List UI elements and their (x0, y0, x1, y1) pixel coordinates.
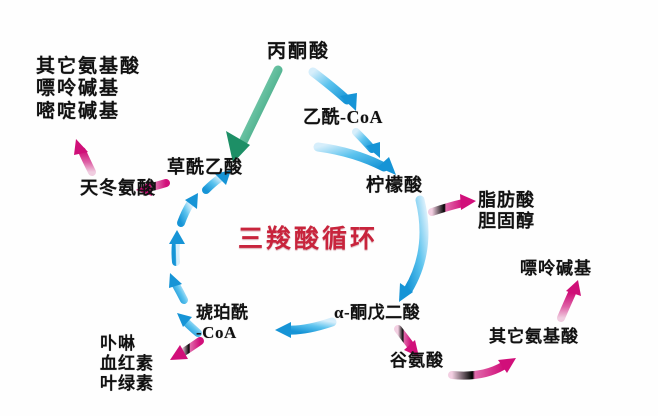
label-line-citrate: 柠檬酸 (366, 175, 423, 195)
label-fatty-acid-cholesterol: 脂肪酸 胆固醇 (478, 190, 535, 232)
label-purine-base-right: 嘌呤碱基 (520, 259, 592, 279)
label-line-pyruvate: 丙酮酸 (267, 41, 331, 62)
arrow-other-amino-acids-to-purine-base (557, 280, 581, 322)
label-aspartate: 天冬氨酸 (80, 178, 156, 199)
label-other-amino-acids-purine-pyrimidine: 其它氨基酸 嘌呤碱基 嘧啶碱基 (36, 56, 141, 123)
arrow-citrate-to-alpha-ketoglutarate (399, 195, 429, 302)
label-line-acetyl-coa: 乙酰-CoA (303, 107, 383, 127)
label-other-amino-acids-right: 其它氨基酸 (489, 327, 579, 347)
label-citrate: 柠檬酸 (366, 175, 423, 196)
label-line-cholesterol: 胆固醇 (478, 211, 535, 232)
arrow-pyruvate-to-acetyl-coa (308, 67, 357, 111)
label-porphyrin-heme-chlorophyll: 卟啉 血红素 叶绿素 (100, 334, 154, 394)
label-line-glutamate: 谷氨酸 (390, 351, 444, 370)
label-line-other-amino-acids-right: 其它氨基酸 (489, 327, 579, 346)
arrow-succinyl-coa-to-porphyrin (170, 337, 204, 360)
label-line-oxaloacetate: 草酰乙酸 (167, 157, 243, 177)
label-pyruvate: 丙酮酸 (267, 41, 330, 63)
arrow-acetyl-coa-to-citrate (313, 128, 396, 175)
label-line-aspartate: 天冬氨酸 (80, 178, 156, 198)
label-acetyl-coa: 乙酰-CoA (303, 107, 383, 128)
label-line-purine-base-right: 嘌呤碱基 (520, 259, 592, 278)
arrow-alpha-ketoglutarate-to-succinyl-coa (275, 317, 337, 338)
arrow-glutamate-to-other-amino-acids (448, 358, 516, 380)
label-line-succinyl: 琥珀酰 (196, 303, 249, 322)
arrow-cycle-bottom-left-inflow (276, 327, 311, 331)
label-succinyl-coa: 琥珀酰 -CoA (196, 303, 249, 343)
label-line-porphyrin: 卟啉 (100, 334, 136, 353)
label-line-chlorophyll: 叶绿素 (100, 374, 154, 394)
arrow-citrate-to-fatty-acid-cholesterol (428, 194, 476, 216)
arrow-aspartate-to-other-amino-acids (74, 139, 96, 176)
label-oxaloacetate: 草酰乙酸 (167, 157, 243, 178)
arrow-pyruvate-to-oxaloacetate (226, 65, 283, 163)
label-line-other-amino-acids: 其它氨基酸 (36, 56, 142, 77)
label-line-heme: 血红素 (100, 354, 154, 374)
label-glutamate: 谷氨酸 (390, 351, 444, 371)
diagram-center-title: 三羧酸循环 (238, 226, 379, 253)
label-line-pyrimidine-base: 嘧啶碱基 (36, 100, 121, 122)
label-line-alpha-ketoglutarate: α-酮戊二酸 (334, 303, 421, 322)
label-line-fatty-acid: 脂肪酸 (478, 190, 535, 210)
label-alpha-ketoglutarate: α-酮戊二酸 (334, 303, 420, 323)
label-line-coa: -CoA (196, 323, 237, 343)
label-line-purine-base: 嘌呤碱基 (36, 78, 121, 100)
